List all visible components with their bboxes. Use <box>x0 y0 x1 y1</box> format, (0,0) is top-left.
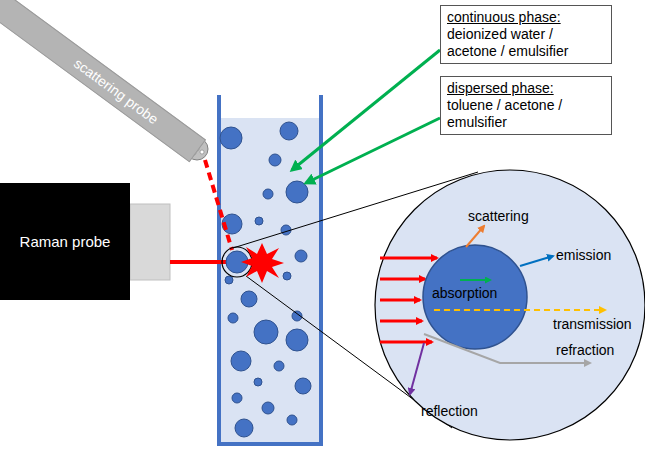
text-box: continuous phase:deionized water / aceto… <box>440 5 612 64</box>
scatter-beam <box>205 160 232 250</box>
laser-beam <box>170 260 232 264</box>
zoom-circle <box>375 170 645 440</box>
callout-arrow <box>306 118 440 183</box>
vial <box>219 95 321 444</box>
liquid <box>220 118 320 443</box>
burst <box>241 243 284 283</box>
probe-nozzle <box>130 204 170 280</box>
process-label: reflection <box>421 403 478 419</box>
node-text: scattering probe <box>71 55 161 127</box>
process-label: scattering <box>468 208 529 224</box>
raman-probe: Raman probe <box>0 183 130 300</box>
process-label: emission <box>556 247 611 263</box>
node-text: toluene / acetone / emulsifier <box>447 97 605 131</box>
node-text: Raman probe <box>20 233 111 250</box>
process-label: refraction <box>556 342 614 358</box>
node-text: absorption <box>432 285 497 301</box>
heading: continuous phase: <box>447 9 605 26</box>
callout-arrow <box>292 50 440 170</box>
droplet: absorption <box>422 244 528 350</box>
droplets <box>220 122 311 437</box>
heading: dispersed phase: <box>447 80 605 97</box>
scattering-probe: scattering probe <box>0 0 206 162</box>
process-label: transmission <box>553 316 632 332</box>
node-text: deionized water / acetone / emulsifier <box>447 26 605 60</box>
text-box: dispersed phase:toluene / acetone / emul… <box>440 76 612 135</box>
